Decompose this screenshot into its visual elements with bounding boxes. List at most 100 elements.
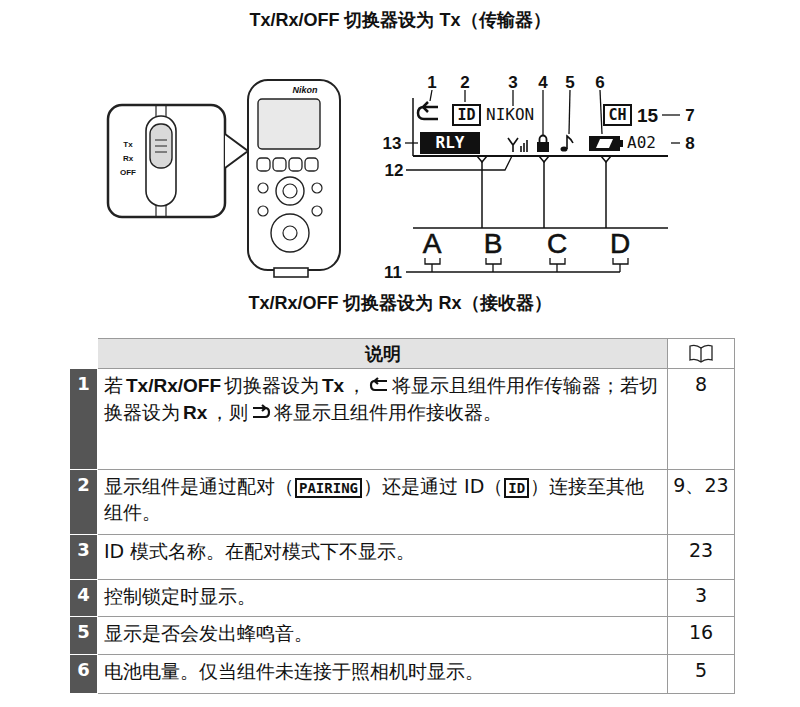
description-text: 切换器设为 — [224, 374, 319, 396]
switch-inset — [225, 134, 248, 168]
book-icon — [700, 348, 701, 362]
row-number: 5 — [70, 617, 97, 641]
transmitter-icon — [369, 377, 389, 393]
row-number-cell: 3 — [70, 535, 98, 580]
bold-term: Tx/Rx/OFF — [126, 375, 221, 396]
row-number: 4 — [70, 580, 97, 604]
lcd-icons — [423, 102, 428, 112]
callout-number: 6 — [595, 74, 604, 91]
description-cell: 控制锁定时显示。 — [98, 580, 668, 617]
brand-logo: Nikon — [292, 86, 317, 95]
remote-unit-body — [258, 183, 268, 193]
remote-unit-body — [271, 214, 309, 252]
callout-leader — [550, 258, 565, 272]
page-ref-cell: 9、23 — [668, 470, 735, 535]
table-header: 说明 — [98, 339, 667, 369]
lcd-icons — [418, 102, 623, 152]
page-ref-cell: 5 — [668, 655, 735, 694]
page-reference: 3 — [668, 580, 734, 605]
remote-unit-body — [248, 80, 340, 277]
switch-inset — [108, 105, 225, 217]
callout-number: 12 — [385, 162, 404, 179]
switch-position: Tx — [123, 141, 132, 149]
icon-stroke — [253, 408, 269, 417]
row-number: 6 — [70, 655, 97, 679]
remote-unit-body — [257, 158, 270, 171]
callout-leader — [406, 271, 620, 272]
lcd-icons — [537, 142, 549, 152]
icon-stroke — [253, 405, 269, 417]
switch-inset — [146, 116, 176, 206]
description-text: ID 模式名称。在配对模式下不显示。 — [98, 535, 667, 567]
callout-leader — [430, 90, 432, 101]
lcd-frame — [543, 162, 545, 228]
switch-inset — [155, 152, 167, 153]
relay-box: RLY — [420, 132, 480, 154]
lcd-frame — [412, 98, 414, 156]
group-letter: B — [484, 230, 503, 258]
figure-caption: Tx/Rx/OFF 切换器设为 Rx（接收器） — [248, 294, 551, 312]
row-number: 2 — [70, 470, 97, 494]
description-cell: 显示组件是通过配对（PAIRING）还是通过 ID（ID）连接至其他组件。 — [98, 470, 668, 535]
lcd-icons — [567, 136, 573, 149]
receiver-icon — [251, 404, 271, 420]
page-reference: 23 — [668, 535, 734, 560]
icon-stroke — [371, 378, 387, 390]
bold-term: Rx — [183, 402, 207, 423]
description-text: 显示是否会发出蜂鸣音。 — [98, 617, 667, 649]
description-text: ，则 — [210, 401, 248, 423]
row-number-cell: 1 — [70, 369, 98, 470]
page-ref-cell: 16 — [668, 617, 735, 655]
lcd-icons — [596, 139, 613, 148]
page-ref-cell: 3 — [668, 580, 735, 617]
row-number-cell: 6 — [70, 655, 98, 694]
switch-inset — [155, 146, 167, 147]
remote-unit-body — [283, 184, 297, 198]
book-icon — [690, 345, 712, 362]
remote-unit-body — [283, 226, 297, 240]
callout-leader — [662, 114, 680, 115]
callout-leader — [405, 142, 418, 143]
lcd-icons — [589, 136, 620, 151]
book-icon — [690, 345, 712, 362]
lcd-icons — [418, 107, 438, 119]
callout-leader — [542, 90, 543, 135]
remote-unit-body — [274, 268, 308, 277]
callout-number: 13 — [383, 135, 402, 152]
remote-unit-body — [305, 158, 318, 171]
lcd-frame — [413, 98, 668, 228]
channel-number: 15 — [637, 106, 658, 125]
icon-stroke — [375, 378, 379, 384]
callout-number: 11 — [384, 264, 402, 281]
row-number-cell: 5 — [70, 617, 98, 655]
figure-title: Tx/Rx/OFF 切换器设为 Tx（传输器） — [249, 11, 550, 29]
callout-leader — [569, 90, 570, 134]
switch-inset — [155, 140, 167, 141]
page-ref-cell: 8 — [668, 369, 735, 470]
remote-unit-body — [258, 99, 320, 149]
page-reference: 9、23 — [668, 470, 734, 495]
lcd-frame — [605, 162, 607, 228]
switch-inset — [108, 105, 248, 217]
description-cell: 电池电量。仅当组件未连接于照相机时显示。 — [98, 655, 668, 694]
row-number: 3 — [70, 535, 97, 559]
switch-position: Rx — [123, 155, 133, 163]
description-cell: 若Tx/Rx/OFF切换器设为Tx，将显示且组件用作传输器；若切换器设为Rx，则… — [98, 369, 668, 470]
description-text: 控制锁定时显示。 — [104, 585, 256, 607]
description-text: 显示是否会发出蜂鸣音。 — [104, 622, 313, 644]
callout-leader — [671, 142, 680, 143]
description-text: ， — [347, 374, 366, 396]
remote-unit-body — [273, 158, 286, 171]
group-letter: D — [610, 230, 630, 258]
description-text: 电池电量。仅当组件未连接于照相机时显示。 — [98, 655, 667, 687]
description-cell: 显示是否会发出蜂鸣音。 — [98, 617, 668, 655]
switch-inset — [150, 124, 172, 168]
page-reference: 16 — [668, 617, 734, 642]
callout-leader — [600, 90, 602, 134]
id-mode-box: ID — [452, 104, 481, 126]
icon-stroke — [262, 405, 266, 411]
description-text: 若Tx/Rx/OFF切换器设为Tx，将显示且组件用作传输器；若切换器设为Rx，则… — [98, 369, 667, 429]
callout-leader — [613, 258, 628, 272]
page-ref-cell: 23 — [668, 535, 735, 580]
lcd-frame — [481, 162, 483, 228]
